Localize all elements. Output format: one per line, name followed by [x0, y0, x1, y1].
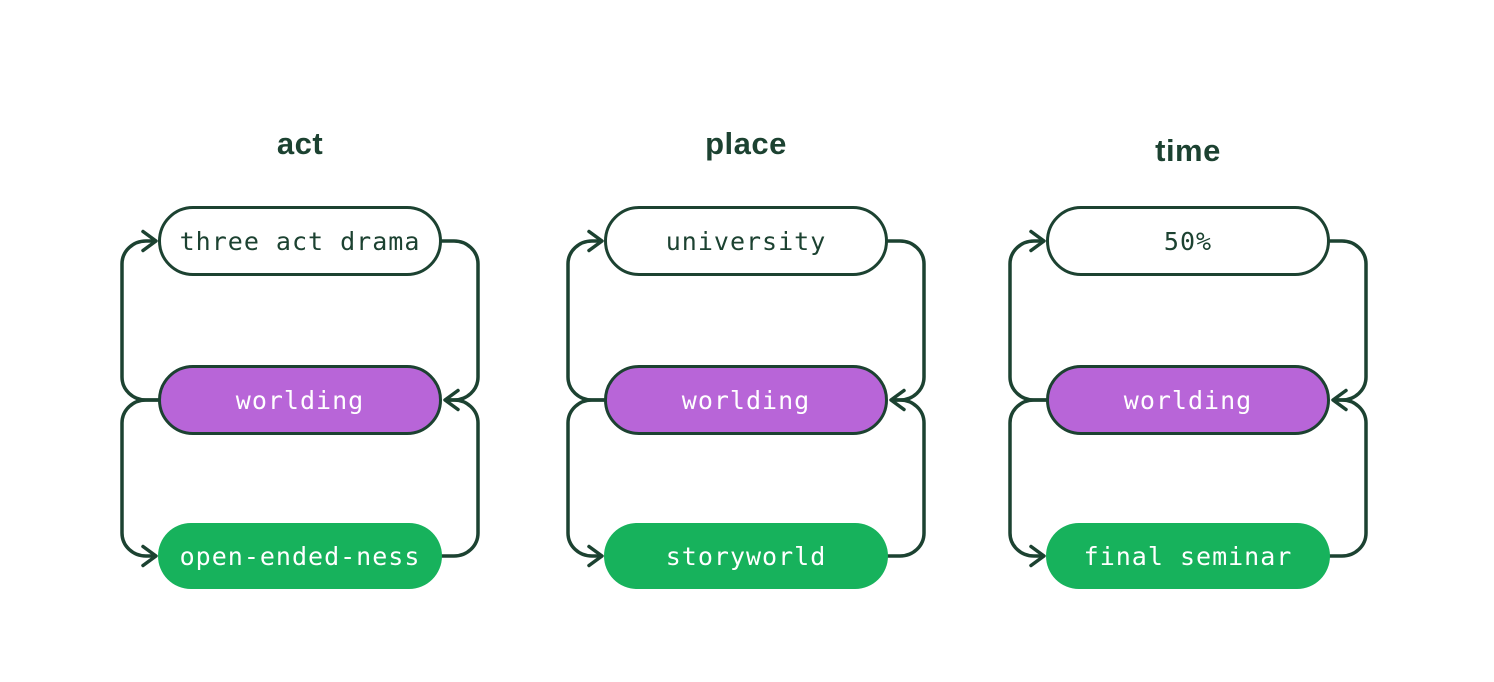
arrowhead-into-bottom [141, 544, 158, 568]
column-title-time: time [1155, 133, 1221, 168]
arrowhead-into-middle [1331, 388, 1348, 412]
node-place-top-label: university [665, 226, 827, 256]
arrowhead-into-middle [889, 388, 906, 412]
edge-middle-to-bottom [120, 398, 160, 558]
column-place: place university worlding storyworld [546, 120, 966, 620]
node-time-bottom: final seminar [1046, 523, 1330, 589]
node-act-top: three act drama [158, 206, 442, 276]
edge-middle-to-top [120, 239, 160, 402]
node-place-bottom-label: storyworld [665, 541, 827, 571]
node-act-middle: worlding [158, 365, 442, 435]
node-time-bottom-label: final seminar [1083, 541, 1293, 571]
column-time-edges [1008, 229, 1368, 568]
column-title-act: act [276, 126, 324, 161]
edge-top-to-middle [1328, 239, 1368, 402]
node-time-top: 50% [1046, 206, 1330, 276]
node-place-top: university [604, 206, 888, 276]
column-place-edges [566, 229, 926, 568]
node-act-bottom: open-ended-ness [158, 523, 442, 589]
edge-bottom-to-middle [440, 398, 480, 558]
column-act: act three act drama worlding open-ended-… [100, 120, 520, 620]
node-time-top-label: 50% [1163, 226, 1213, 256]
node-time-middle-label: worlding [1123, 385, 1253, 415]
arrowhead-into-top [141, 229, 158, 253]
edge-top-to-middle [440, 239, 480, 402]
arrowhead-into-top [1029, 229, 1046, 253]
edge-bottom-to-middle [886, 398, 926, 558]
edge-middle-to-bottom [1008, 398, 1048, 558]
arrowhead-into-bottom [587, 544, 604, 568]
node-place-middle: worlding [604, 365, 888, 435]
edge-middle-to-top [1008, 239, 1048, 402]
column-time: time 50% worlding final seminar [988, 120, 1408, 620]
arrowhead-into-middle [443, 388, 460, 412]
edge-bottom-to-middle [1328, 398, 1368, 558]
column-act-edges [120, 229, 480, 568]
node-act-bottom-label: open-ended-ness [179, 541, 421, 571]
node-place-bottom: storyworld [604, 523, 888, 589]
node-act-top-label: three act drama [179, 226, 421, 256]
edge-top-to-middle [886, 239, 926, 402]
node-place-middle-label: worlding [681, 385, 811, 415]
edge-middle-to-top [566, 239, 606, 402]
column-title-place: place [705, 126, 787, 161]
arrowhead-into-bottom [1029, 544, 1046, 568]
node-time-middle: worlding [1046, 365, 1330, 435]
arrowhead-into-top [587, 229, 604, 253]
edge-middle-to-bottom [566, 398, 606, 558]
node-act-middle-label: worlding [235, 385, 365, 415]
